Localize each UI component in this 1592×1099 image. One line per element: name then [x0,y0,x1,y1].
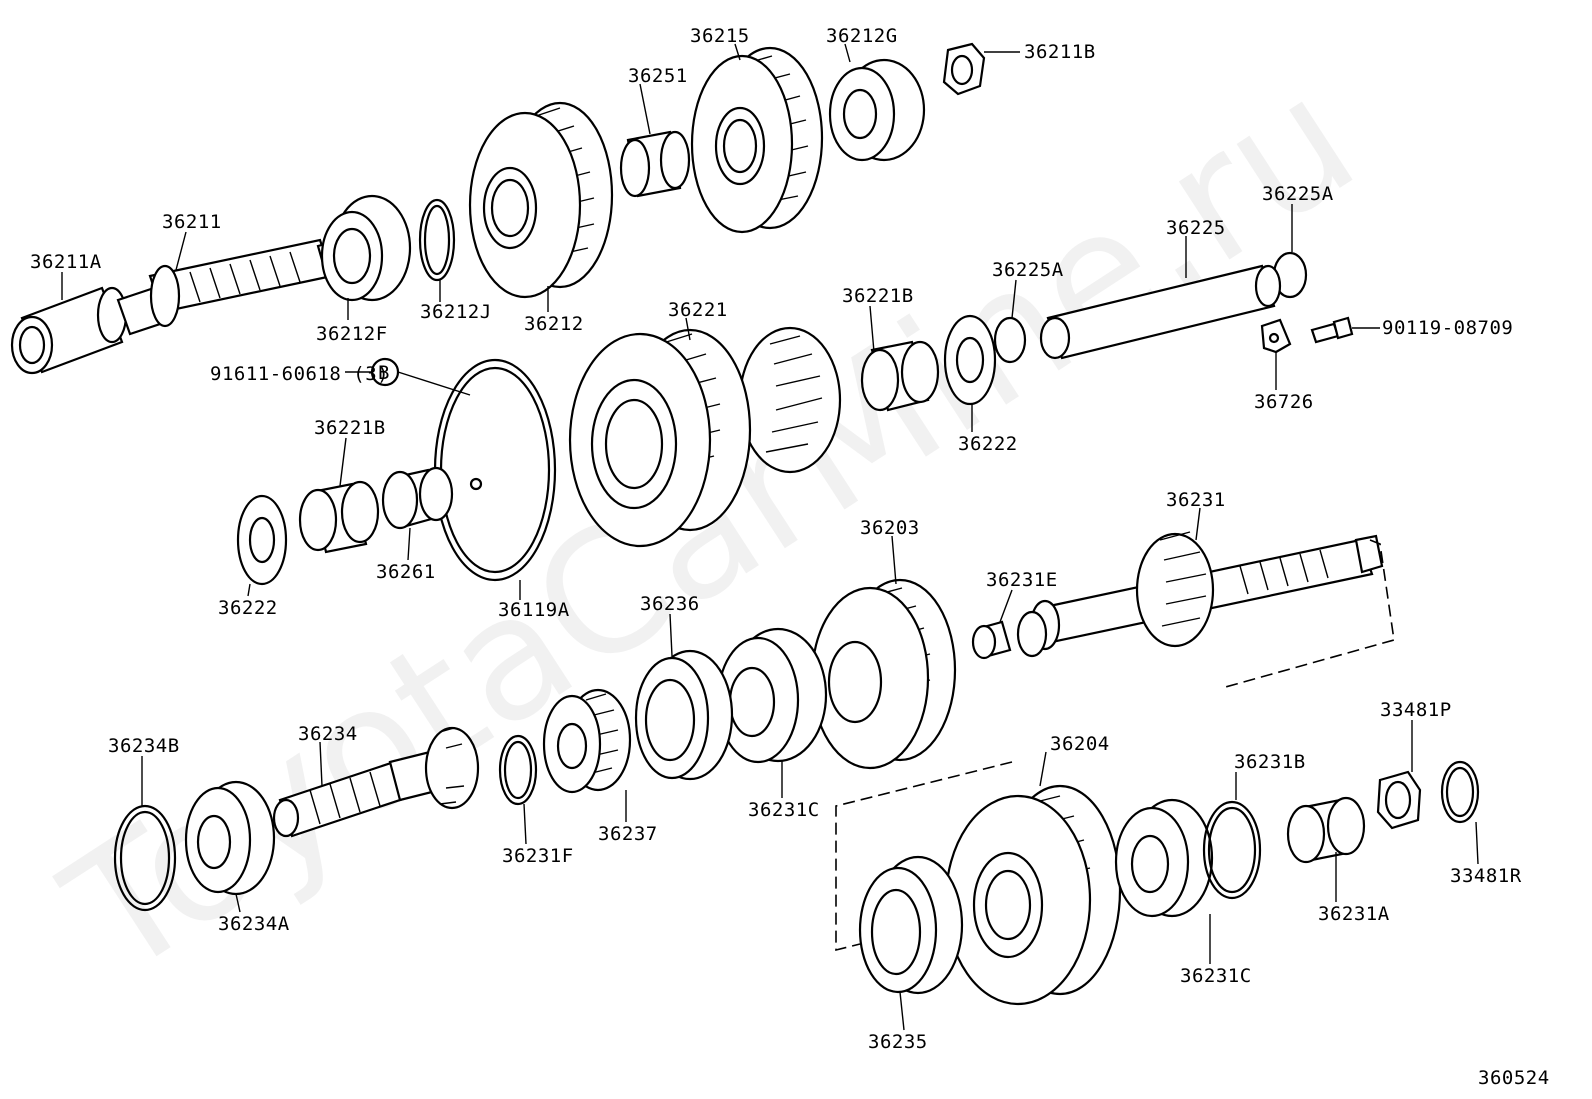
label-36212: 36212 [524,313,584,335]
part-36231-shaft [1029,531,1384,651]
label-36231C-top: 36231C [748,799,820,821]
label-36236: 36236 [640,593,700,615]
label-90119-08709: 90119-08709 [1382,317,1513,339]
part-36251-bushing [619,130,691,198]
part-36261-bushing [381,466,454,530]
part-36234A-bearing [184,780,276,896]
part-36211B-nut [942,42,986,96]
label-36231A: 36231A [1318,903,1390,925]
label-36234: 36234 [298,723,358,745]
part-36231F-snap-ring [498,734,538,806]
label-36234A: 36234A [218,913,290,935]
part-36212F-bearing [320,194,412,302]
label-36225A-mid: 36225A [992,259,1064,281]
part-36234B-snap-ring [113,804,177,912]
label-36251: 36251 [628,65,688,87]
part-36204-gear [944,784,1122,1006]
part-36225-shaft [1039,264,1282,360]
label-91611-60618: 91611-60618 (3) [210,363,389,385]
label-36222-right: 36222 [958,433,1018,455]
part-36211A-sleeve [10,286,128,375]
label-36221: 36221 [668,299,728,321]
label-36211B: 36211B [1024,41,1096,63]
part-33481R-washer [1440,760,1480,824]
label-36231F: 36231F [502,845,574,867]
part-36222-washer-right [943,314,997,406]
part-36215-gear [690,46,824,234]
label-33481P: 33481P [1380,699,1452,721]
part-36237-gear [542,688,632,794]
part-36234-shaft [272,726,480,838]
label-36231B: 36231B [1234,751,1306,773]
part-36236-sleeve [634,649,734,781]
label-36225: 36225 [1166,217,1226,239]
part-36231B-snap-ring [1202,800,1262,900]
label-36212F: 36212F [316,323,388,345]
label-36204: 36204 [1050,733,1110,755]
part-33481P-nut [1376,770,1422,830]
label-36221B-top: 36221B [842,285,914,307]
label-36726: 36726 [1254,391,1314,413]
label-36215: 36215 [690,25,750,47]
part-36231C-bearing-top [716,627,828,764]
part-36726-plate [1260,318,1292,354]
label-36212J: 36212J [420,301,492,323]
part-36231E-needle-bearing [971,610,1048,660]
label-33481R: 33481R [1450,865,1522,887]
part-36221B-needle-bearing-right [860,340,940,412]
label-36231E: 36231E [986,569,1058,591]
part-36221B-needle-bearing-left [298,480,380,554]
label-36211A: 36211A [30,251,102,273]
part-36212G-bearing [828,58,926,162]
diagram-code: 360524 [1478,1067,1550,1089]
label-36231: 36231 [1166,489,1226,511]
callout-B: B [345,357,471,396]
label-36261: 36261 [376,561,436,583]
label-36231C-bottom: 36231C [1180,965,1252,987]
label-36211: 36211 [162,211,222,233]
part-36212-gear [468,101,614,299]
part-90119-08709-bolt [1310,316,1354,344]
leader-lines [61,43,1479,1031]
label-36235: 36235 [868,1031,928,1053]
part-36231C-bearing-bottom [1114,798,1214,918]
part-36221-counter-gear [568,326,842,548]
label-36237: 36237 [598,823,658,845]
label-36119A: 36119A [498,599,570,621]
label-36225A-top: 36225A [1262,183,1334,205]
part-36231A-bushing [1286,796,1366,864]
part-labels: 36215 36212G 36211B 36251 36211 36211A 3… [30,25,1550,1089]
part-36212J-snap-ring [418,198,456,282]
label-36203: 36203 [860,517,920,539]
part-36211-shaft [116,238,350,336]
label-36234B: 36234B [108,735,180,757]
part-36203-gear [810,578,957,770]
dashed-bracket-right [1221,539,1395,689]
part-36119A-plate [433,358,557,582]
label-36212G: 36212G [826,25,898,47]
callout-letter: B [378,362,390,384]
dashed-bracket-left [835,761,1013,952]
part-36222-washer-left [236,494,288,586]
part-36225A-ring-mid [993,316,1027,364]
label-36222-left: 36222 [218,597,278,619]
label-36221B-left: 36221B [314,417,386,439]
part-36235-sleeve [858,855,964,995]
